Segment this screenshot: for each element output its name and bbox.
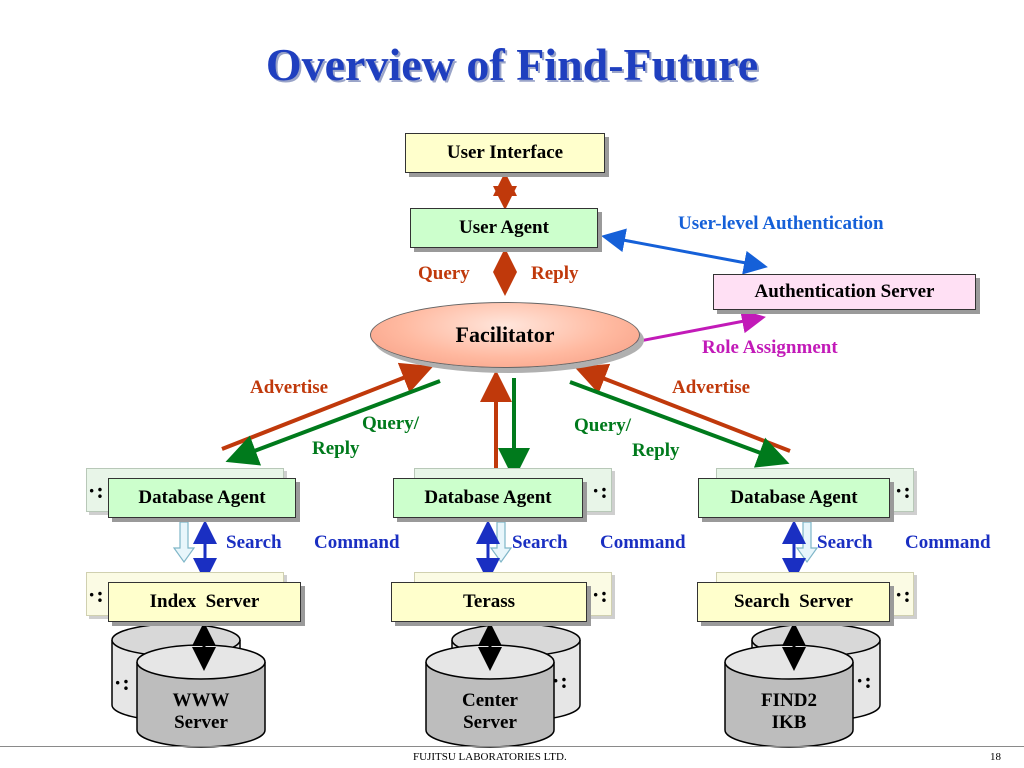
reply-right-label: Reply: [632, 440, 680, 461]
search-left-label: Search: [226, 532, 282, 553]
search-server-box: Search Server: [697, 582, 890, 622]
right-query-arrow: [569, 380, 790, 468]
www-server-label: WWW Server: [141, 690, 261, 734]
www-server-line1: WWW: [172, 690, 230, 711]
command-center-label: Command: [600, 532, 686, 553]
command-left-label: Command: [314, 532, 400, 553]
user-interface-box: User Interface: [405, 133, 605, 173]
user-agent-box: User Agent: [410, 208, 598, 248]
db-agent-left-ellipsis: ·:: [88, 478, 105, 503]
query-left-label: Query/: [362, 413, 419, 434]
authentication-server-box: Authentication Server: [713, 274, 976, 310]
db-agent-center: Database Agent: [393, 478, 583, 518]
user-level-auth-label: User-level Authentication: [678, 213, 884, 234]
db-agent-right: Database Agent: [698, 478, 890, 518]
search-center-label: Search: [512, 532, 568, 553]
terass-box: Terass: [391, 582, 587, 622]
command-right-label: Command: [905, 532, 991, 553]
index-server-label: Index Server: [149, 591, 260, 612]
search-right-label: Search: [817, 532, 873, 553]
center-server-line2: Server: [463, 712, 517, 733]
authentication-server-label: Authentication Server: [754, 281, 935, 302]
find2-line1: FIND2: [761, 690, 817, 711]
user-auth-arrow: [601, 228, 768, 275]
user-interface-label: User Interface: [446, 142, 564, 163]
footer-company: FUJITSU LABORATORIES LTD.: [413, 751, 567, 763]
db-agent-right-label: Database Agent: [730, 487, 858, 508]
role-assignment-label: Role Assignment: [702, 337, 838, 358]
terass-label: Terass: [462, 591, 516, 612]
www-server-line2: Server: [174, 712, 228, 733]
facilitator-node: Facilitator: [370, 302, 640, 368]
center-cylinder-ellipsis: ·:: [552, 668, 569, 693]
db-agent-center-ellipsis: ·:: [592, 478, 609, 503]
facilitator-label: Facilitator: [455, 322, 555, 347]
db-agent-center-label: Database Agent: [424, 487, 552, 508]
find2-cylinder-ellipsis: ·:: [856, 668, 873, 693]
find2-ikb-label: FIND2 IKB: [729, 690, 849, 734]
left-query-arrow: [225, 379, 441, 466]
search-server-ellipsis: ·:: [895, 582, 912, 607]
query-right-label: Query/: [574, 415, 631, 436]
www-cylinder-ellipsis: ·:: [114, 670, 131, 695]
reply-label: Reply: [531, 263, 579, 284]
center-server-line1: Center: [462, 690, 518, 711]
reply-left-label: Reply: [312, 438, 360, 459]
center-server-label: Center Server: [430, 690, 550, 734]
find2-line2: IKB: [771, 712, 807, 733]
query-label: Query: [418, 263, 470, 284]
right-advertise-arrow: [574, 363, 791, 453]
user-agent-label: User Agent: [459, 217, 549, 238]
page-title: Overview of Find-Future: [265, 39, 759, 90]
index-server-box: Index Server: [108, 582, 301, 622]
footer-page-number: 18: [990, 751, 1001, 763]
index-server-ellipsis: ·:: [88, 582, 105, 607]
terass-ellipsis: ·:: [592, 582, 609, 607]
db-agent-left-label: Database Agent: [138, 487, 266, 508]
advertise-left-label: Advertise: [250, 377, 329, 398]
db-agent-left: Database Agent: [108, 478, 296, 518]
db-agent-right-ellipsis: ·:: [895, 478, 912, 503]
advertise-right-label: Advertise: [672, 377, 751, 398]
footer-divider: [0, 746, 1024, 747]
search-server-label: Search Server: [734, 591, 853, 612]
